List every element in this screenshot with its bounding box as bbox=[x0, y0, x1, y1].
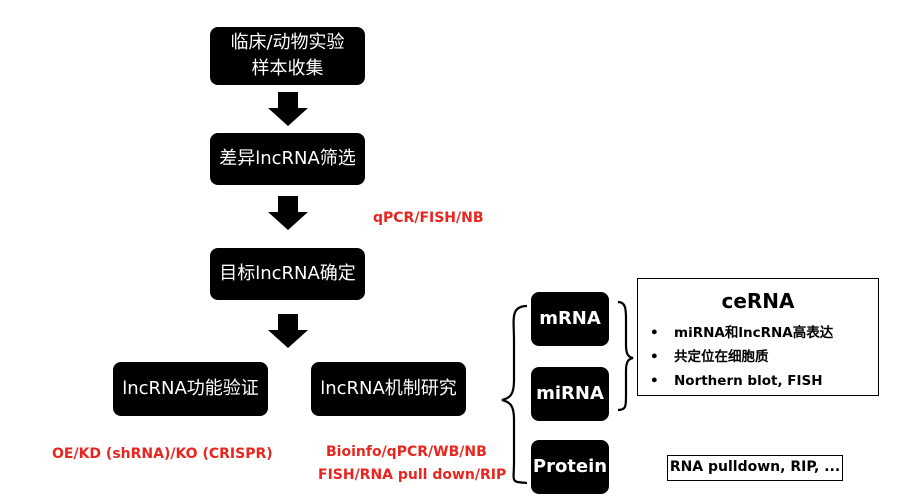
mechanism-study-label: lncRNA机制研究 bbox=[320, 378, 457, 399]
bullet-icon: • bbox=[650, 373, 659, 389]
step-sample-collection-line2: 样本收集 bbox=[251, 58, 324, 79]
protein-methods-box: RNA pulldown, RIP, ... bbox=[667, 455, 843, 481]
cerna-item: • 共定位在细胞质 bbox=[650, 345, 833, 369]
step-target-confirmation-label: 目标lncRNA确定 bbox=[219, 263, 356, 284]
step-lncrna-screening: 差异lncRNA筛选 bbox=[210, 133, 365, 185]
right-curly-brace bbox=[617, 300, 634, 412]
mechanism-study-box: lncRNA机制研究 bbox=[311, 362, 466, 416]
function-methods: OE/KD (shRNA)/KO (CRISPR) bbox=[52, 446, 273, 462]
mrna-label: mRNA bbox=[539, 308, 601, 329]
mirna-box: miRNA bbox=[531, 367, 609, 421]
mirna-label: miRNA bbox=[536, 383, 604, 404]
cerna-item-text: Northern blot, FISH bbox=[674, 373, 823, 389]
bullet-icon: • bbox=[650, 349, 659, 365]
function-validation-box: lncRNA功能验证 bbox=[113, 362, 268, 416]
protein-label: Protein bbox=[532, 456, 608, 477]
bullet-icon: • bbox=[650, 325, 659, 341]
step-lncrna-screening-label: 差异lncRNA筛选 bbox=[219, 148, 356, 169]
down-arrow-1-shape bbox=[268, 92, 308, 126]
down-arrow-3-shape bbox=[268, 314, 308, 348]
step-target-confirmation: 目标lncRNA确定 bbox=[210, 248, 365, 300]
mrna-box: mRNA bbox=[531, 292, 609, 346]
left-curly-brace bbox=[501, 304, 528, 485]
function-validation-label: lncRNA功能验证 bbox=[122, 378, 259, 399]
screening-methods: qPCR/FISH/NB bbox=[373, 210, 484, 226]
step-sample-collection: 临床/动物实验 样本收集 bbox=[210, 27, 365, 85]
down-arrow-shapes bbox=[268, 92, 308, 348]
mechanism-methods-2: FISH/RNA pull down/RIP bbox=[318, 467, 507, 483]
cerna-list: • miRNA和lncRNA高表达 • 共定位在细胞质 • Northern blot… bbox=[650, 321, 833, 393]
step-sample-collection-line1: 临床/动物实验 bbox=[230, 32, 345, 53]
cerna-title: ceRNA bbox=[721, 289, 795, 313]
cerna-item-text: miRNA和lncRNA高表达 bbox=[674, 325, 834, 341]
cerna-item: • miRNA和lncRNA高表达 bbox=[650, 321, 833, 345]
cerna-item: • Northern blot, FISH bbox=[650, 369, 833, 393]
mechanism-methods-1: Bioinfo/qPCR/WB/NB bbox=[326, 444, 487, 460]
cerna-item-text: 共定位在细胞质 bbox=[674, 349, 769, 365]
cerna-info-box: ceRNA • miRNA和lncRNA高表达 • 共定位在细胞质 • Norther… bbox=[637, 278, 879, 396]
protein-box: Protein bbox=[531, 440, 609, 494]
down-arrow-2-shape bbox=[268, 196, 308, 230]
